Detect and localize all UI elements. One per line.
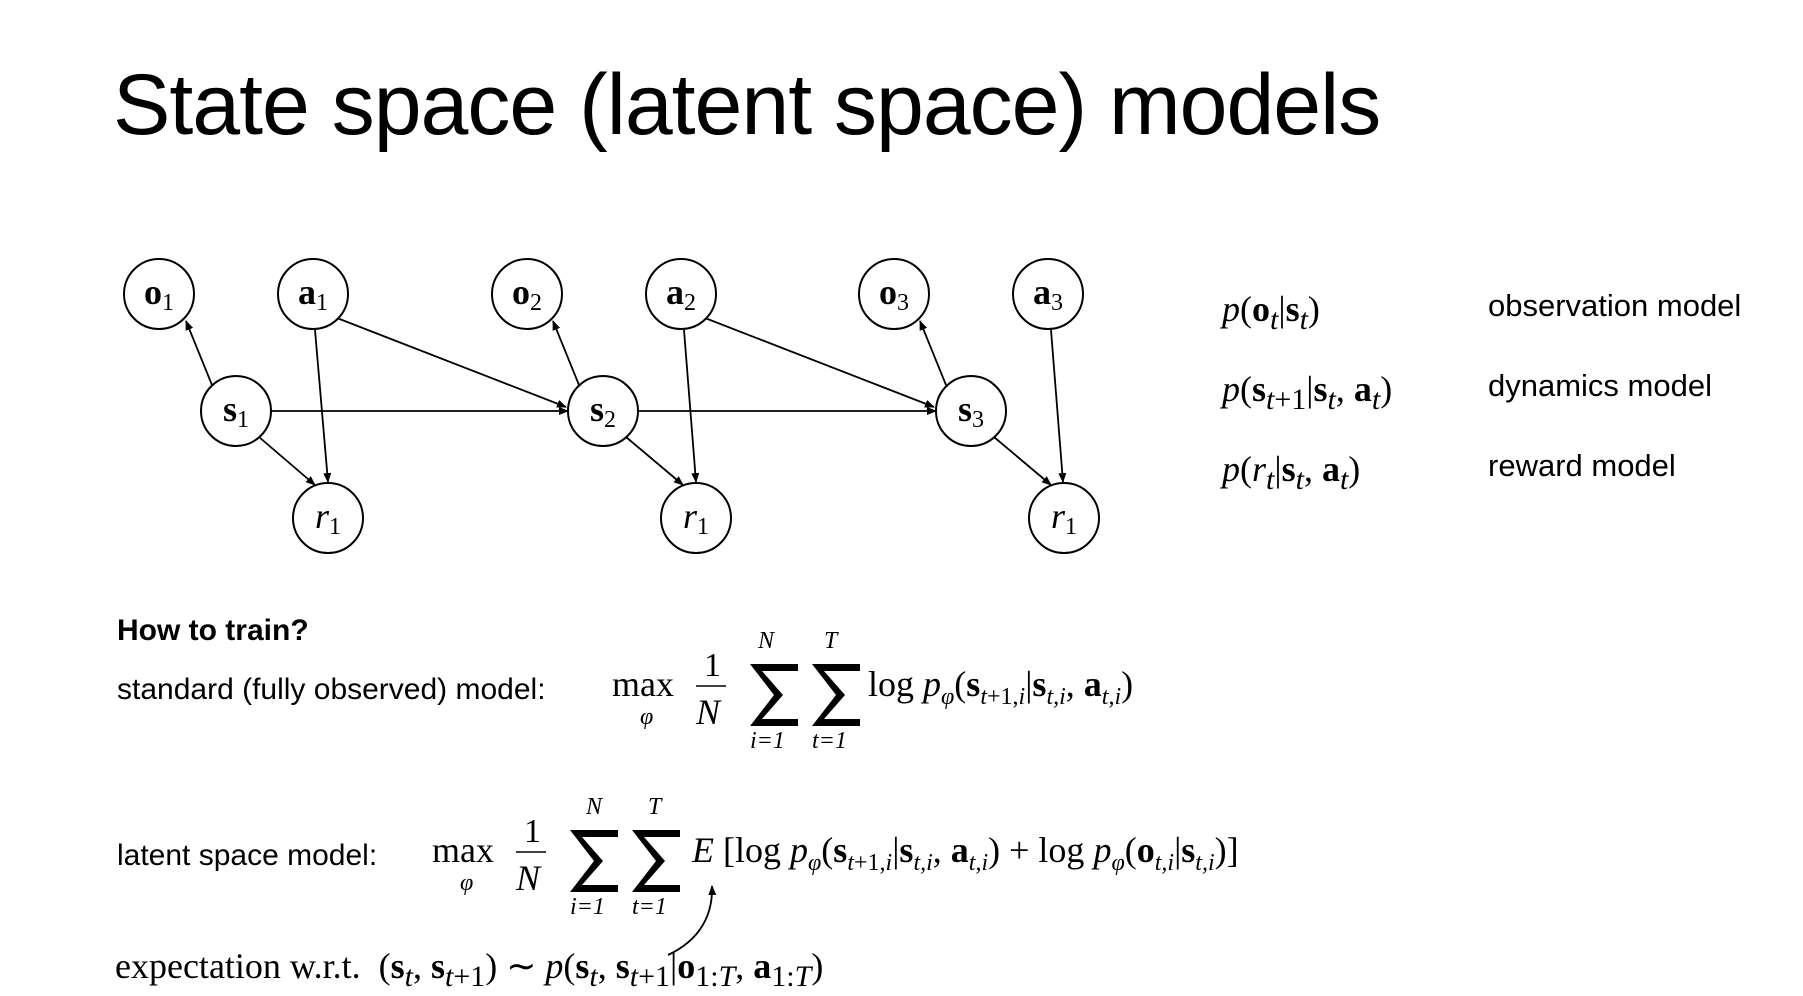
dynamics-model-label: dynamics model: [1488, 368, 1712, 403]
expectation-pointer-arrow: [667, 885, 717, 956]
edge-a1-r1: [314, 329, 332, 483]
edge-a2-s3: [704, 317, 935, 408]
latent-expectation-term: E [log pφ(st+1,i|st,i, at,i) + log pφ(ot…: [691, 830, 1239, 876]
svg-text:max: max: [612, 664, 674, 704]
latent-model-formula: max φ 1 N N i=1 T t=1 E [log pφ(st+1,i|s…: [432, 794, 1239, 920]
svg-text:t=1: t=1: [812, 728, 847, 754]
svg-text:1: 1: [704, 647, 721, 684]
edge-s3-o3: [919, 320, 947, 386]
edge-s2-r1: [625, 436, 684, 486]
expectation-text: expectation w.r.t.: [115, 946, 361, 986]
node-a3: a3: [1012, 258, 1084, 330]
edge-a3-r1: [1050, 329, 1067, 483]
node-r1-a: r1: [292, 482, 364, 554]
dynamics-model-equation: p(st+1|st, at): [1222, 369, 1393, 417]
svg-text:φ: φ: [460, 870, 473, 896]
node-o2: o2: [491, 258, 563, 330]
reward-model-equation: p(rt|st, at): [1222, 449, 1361, 497]
svg-text:T: T: [824, 628, 839, 654]
svg-text:s1: s1: [223, 389, 249, 433]
node-r1-c: r1: [1028, 482, 1100, 554]
reward-model-label: reward model: [1488, 448, 1676, 483]
observation-model-equation: p(ot|st): [1222, 289, 1320, 337]
svg-text:T: T: [648, 794, 663, 820]
svg-text:a3: a3: [1033, 272, 1063, 316]
svg-text:N: N: [757, 628, 776, 654]
edge-s2-o2: [552, 320, 580, 386]
svg-text:1: 1: [524, 813, 541, 850]
node-a1: a1: [277, 258, 349, 330]
svg-text:i=1: i=1: [570, 894, 605, 920]
expectation-note: expectation w.r.t. (st, st+1) ∼ p(st, st…: [115, 946, 824, 994]
edge-s1-r1: [258, 436, 316, 486]
node-a2: a2: [645, 258, 717, 330]
slide-title: State space (latent space) models: [113, 57, 1381, 153]
svg-text:s3: s3: [958, 389, 984, 433]
svg-text:φ: φ: [640, 704, 653, 730]
edge-a1-s2: [336, 317, 567, 408]
standard-log-term: log pφ(st+1,i|st,i, at,i): [868, 664, 1133, 710]
svg-text:a1: a1: [298, 272, 328, 316]
svg-text:N: N: [515, 858, 542, 898]
node-o3: o3: [858, 258, 930, 330]
standard-model-label: standard (fully observed) model:: [117, 673, 546, 706]
node-s1: s1: [200, 375, 272, 447]
svg-text:N: N: [695, 692, 722, 732]
node-o1: o1: [123, 258, 195, 330]
svg-text:max: max: [432, 830, 494, 870]
svg-text:i=1: i=1: [750, 728, 785, 754]
svg-text:r1: r1: [315, 496, 341, 540]
svg-text:r1: r1: [1051, 496, 1077, 540]
svg-text:a2: a2: [666, 272, 696, 316]
standard-model-formula: max φ 1 N N i=1 T t=1 log pφ(st+1,i|st,i…: [612, 628, 1133, 754]
graph-edges: [185, 317, 1067, 956]
edge-a2-r1: [683, 329, 700, 483]
node-s3: s3: [935, 375, 1007, 447]
svg-text:o3: o3: [879, 272, 909, 316]
observation-model-label: observation model: [1488, 288, 1742, 323]
svg-text:o1: o1: [144, 272, 174, 316]
edge-s1-o1: [185, 320, 213, 386]
node-s2: s2: [567, 375, 639, 447]
svg-text:t=1: t=1: [632, 894, 667, 920]
svg-text:N: N: [585, 794, 604, 820]
latent-model-label: latent space model:: [117, 839, 378, 872]
how-to-train-heading: How to train?: [117, 614, 309, 647]
svg-text:o2: o2: [512, 272, 542, 316]
node-r1-b: r1: [660, 482, 732, 554]
svg-text:s2: s2: [590, 389, 616, 433]
svg-text:r1: r1: [683, 496, 709, 540]
edge-s3-r1: [993, 436, 1052, 486]
